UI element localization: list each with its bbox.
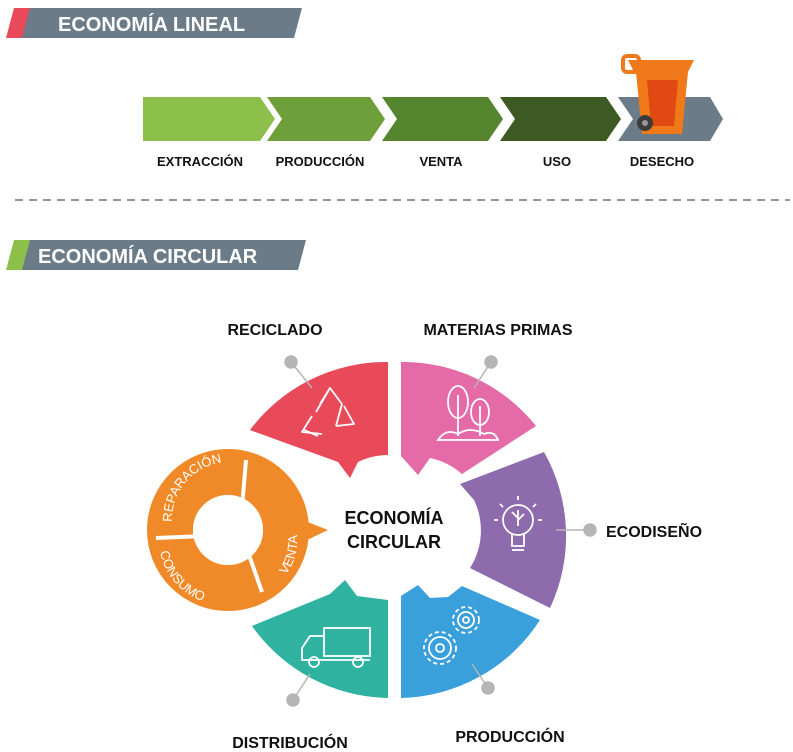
circular-header: ECONOMÍA CIRCULAR (6, 240, 306, 270)
step-label-venta: VENTA (419, 154, 463, 169)
gears-icon (423, 606, 480, 665)
step-label-uso: USO (543, 154, 571, 169)
linear-header-title: ECONOMÍA LINEAL (58, 13, 245, 36)
linear-header-bg (22, 8, 302, 38)
segment-distribucion (252, 580, 388, 698)
recycle-icon (301, 387, 355, 437)
segment-produccion (401, 585, 540, 698)
circular-header-bg (22, 240, 306, 270)
truck-icon (301, 627, 371, 668)
label-reciclado: RECICLADO (227, 322, 322, 339)
linear-header: ECONOMÍA LINEAL (6, 8, 302, 38)
center-title-line1: ECONOMÍA (345, 507, 444, 528)
step-arrow-venta (382, 97, 503, 141)
label-ecodiseno: ECODISEÑO (606, 521, 702, 541)
circular-diagram: REPARACIÓN VENTA CONSUMO ECONOMÍA CIRCUL… (147, 322, 702, 752)
lightbulb-icon (494, 496, 542, 551)
label-distribucion: DISTRIBUCIÓN (232, 733, 348, 752)
label-produccion: PRODUCCIÓN (455, 727, 564, 746)
ring-divider-3 (246, 551, 264, 593)
circular-header-title: ECONOMÍA CIRCULAR (38, 245, 258, 268)
linear-flow: EXTRACCIÓN PRODUCCIÓN VENTA USO DESECHO (143, 54, 723, 169)
step-arrow-produccion (267, 97, 385, 141)
connectors (284, 355, 597, 707)
step-label-desecho: DESECHO (630, 154, 694, 169)
label-materias-primas: MATERIAS PRIMAS (423, 322, 572, 339)
plants-icon (436, 385, 500, 441)
segment-reciclado (250, 361, 388, 478)
step-label-produccion: PRODUCCIÓN (276, 154, 365, 169)
trash-bin-icon (621, 54, 694, 134)
step-label-extraccion: EXTRACCIÓN (157, 154, 243, 169)
segment-materias-primas (401, 361, 536, 475)
inner-ring: REPARACIÓN VENTA CONSUMO (147, 449, 328, 611)
center-title-line2: CIRCULAR (347, 532, 441, 552)
step-arrow-uso (500, 97, 621, 141)
segment-ecodiseno (460, 452, 567, 608)
inner-ring-arrow (282, 512, 328, 552)
step-arrow-extraccion (143, 97, 275, 141)
